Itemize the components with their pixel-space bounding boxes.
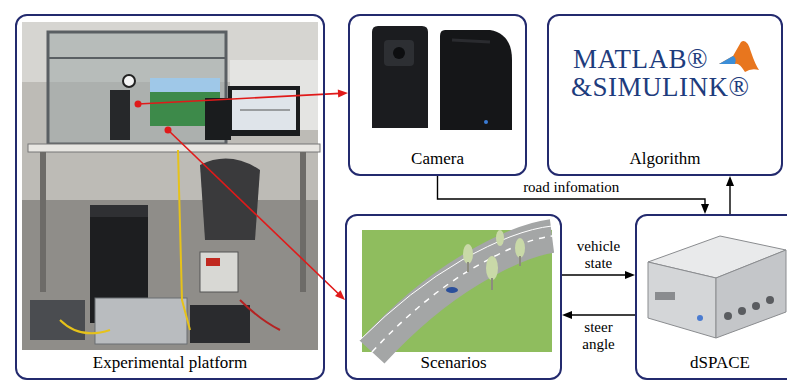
illustration-part	[300, 152, 306, 292]
illustration-part	[468, 256, 520, 290]
illustration-part	[484, 120, 488, 124]
pointer-arrow	[165, 127, 346, 301]
logo-text: MATLAB®	[573, 44, 708, 74]
scenario-picture	[360, 226, 552, 352]
box-caption: Experimental platform	[17, 353, 323, 373]
illustration-part	[362, 230, 552, 352]
arrow-head	[726, 176, 734, 186]
signal-arrow	[562, 271, 635, 279]
illustration-part	[463, 230, 525, 280]
illustration-part	[206, 258, 220, 266]
signal-arrow	[562, 311, 635, 319]
illustration-part	[486, 256, 498, 280]
logo-text: &SIMULINK®	[571, 72, 750, 102]
illustration-part	[467, 262, 469, 272]
edge-label: road infomation	[523, 179, 619, 196]
edge-label: steer angle	[569, 319, 629, 353]
illustration-part	[515, 238, 525, 258]
illustration-part	[491, 278, 493, 290]
component-box: Camera	[348, 14, 527, 176]
illustration-part	[60, 320, 110, 333]
illustration-part	[90, 205, 148, 217]
component-box: Scenarios	[345, 214, 562, 380]
illustration-part	[22, 22, 318, 350]
illustration-part	[738, 307, 746, 315]
box-caption: Scenarios	[347, 353, 560, 373]
component-box: Experimental platform	[15, 14, 325, 380]
illustration-part	[123, 75, 135, 87]
illustration-part	[95, 298, 187, 344]
lab-photo	[22, 22, 320, 350]
illustration-part	[648, 262, 716, 338]
illustration-part	[48, 32, 226, 144]
illustration-part	[22, 200, 318, 350]
illustration-part	[372, 26, 428, 128]
signal-arrow	[726, 176, 734, 214]
illustration-part	[360, 226, 552, 340]
illustration-part	[372, 236, 552, 352]
illustration-part	[30, 300, 85, 340]
component-box: dSPACE	[635, 214, 787, 380]
illustration-part	[463, 244, 473, 264]
connector-line	[562, 274, 627, 275]
connector-line	[438, 176, 706, 206]
illustration-part	[440, 30, 512, 130]
icon-part	[719, 41, 759, 72]
edge-label: vehicle state	[569, 238, 629, 272]
component-box: MATLAB®&SIMULINK® Algorithm	[547, 14, 783, 176]
illustration-part	[240, 110, 290, 111]
illustration-part	[496, 230, 504, 246]
connector-line	[138, 93, 340, 104]
camera-picture	[372, 26, 512, 130]
illustration-part	[40, 152, 46, 292]
illustration-part	[110, 90, 130, 140]
arrow-head	[701, 204, 709, 214]
arrow-head	[335, 290, 345, 300]
illustration-part	[200, 252, 238, 292]
illustration-part	[178, 150, 190, 330]
connector-line	[168, 130, 339, 294]
box-caption: Camera	[350, 149, 525, 169]
box-caption: Algorithm	[549, 149, 781, 169]
illustration-part	[452, 40, 490, 42]
illustration-part	[28, 144, 320, 152]
illustration-part	[384, 40, 414, 66]
start-dot	[135, 101, 142, 108]
box-caption: dSPACE	[637, 353, 787, 373]
arrow-head	[625, 271, 635, 279]
illustration-part	[372, 236, 552, 352]
illustration-part	[655, 292, 675, 300]
illustration-part	[519, 256, 521, 266]
dspace-picture	[648, 236, 786, 338]
illustration-part	[724, 296, 774, 320]
illustration-part	[190, 305, 250, 343]
illustration-part	[240, 300, 280, 330]
illustration-part	[716, 250, 786, 338]
icon-part	[719, 56, 736, 64]
illustration-part	[766, 296, 774, 304]
pointer-arrow	[135, 90, 349, 108]
start-dot	[165, 127, 172, 134]
illustration-part	[697, 315, 703, 321]
illustration-part	[205, 98, 231, 140]
illustration-part	[200, 159, 260, 240]
illustration-part	[752, 302, 760, 310]
connector-line	[570, 314, 635, 315]
arrow-head	[562, 311, 572, 319]
connector-line	[729, 184, 730, 214]
illustration-part	[48, 57, 226, 59]
arrow-head	[338, 90, 348, 98]
illustration-part	[228, 86, 300, 136]
signal-arrow	[438, 176, 710, 214]
illustration-part	[150, 78, 220, 92]
illustration-part	[446, 287, 458, 293]
illustration-part	[724, 312, 732, 320]
illustration-part	[393, 47, 405, 59]
